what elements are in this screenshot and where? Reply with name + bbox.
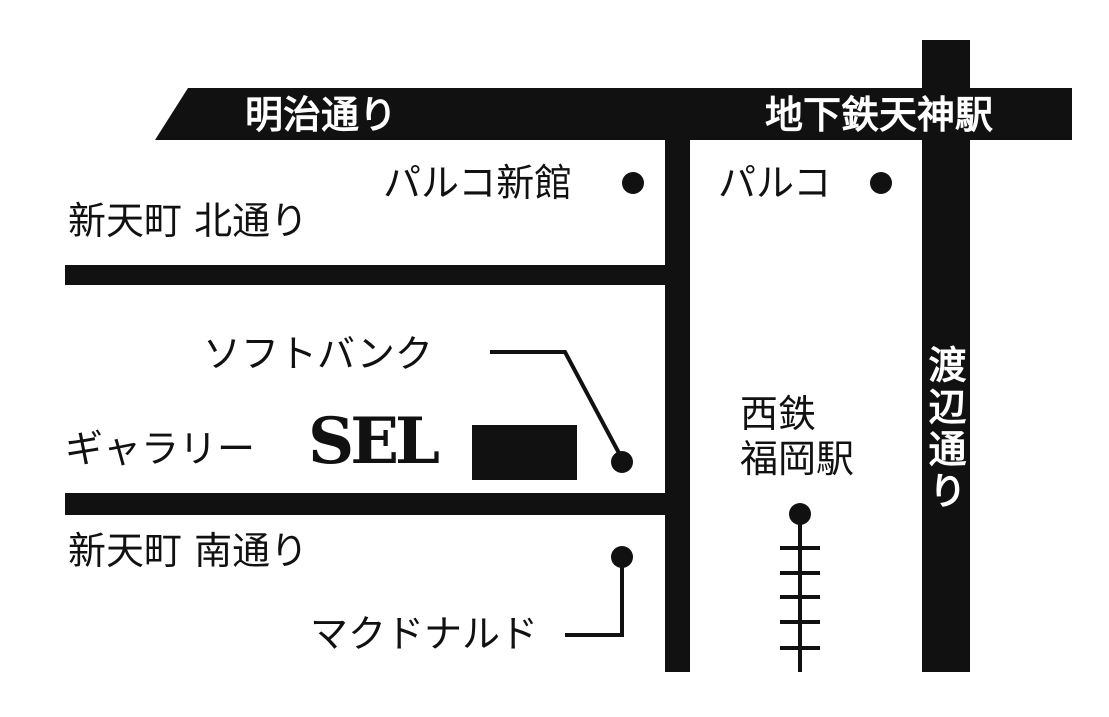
nishitetsu-label-line1: 西鉄: [740, 392, 817, 436]
parco-new-label: パルコ新館: [383, 161, 573, 205]
minami-road-label: 新天町 南通り: [68, 529, 309, 573]
softbank-label: ソフトバンク: [203, 332, 433, 376]
parco-marker: [870, 172, 892, 194]
mcdonalds-label: マクドナルド: [310, 612, 539, 656]
watanabe-road-band: [922, 40, 970, 672]
minami-road-band: [65, 493, 665, 515]
gallery-label: ギャラリー: [65, 427, 256, 471]
meiji-road-band: [155, 88, 1072, 140]
nishitetsu-label-line2: 福岡駅: [740, 437, 855, 481]
railway-track: [780, 515, 820, 672]
kita-road-label: 新天町 北通り: [68, 199, 309, 243]
nishitetsu-station-marker: [789, 503, 811, 525]
mcdonalds-marker: [611, 546, 633, 568]
gallery-building: [472, 425, 577, 480]
meiji-road-label: 明治通り: [245, 93, 398, 137]
softbank-marker: [611, 451, 633, 473]
center-vertical-road: [665, 140, 690, 672]
gallery-logo: SEL: [308, 404, 440, 479]
subway-station-label: 地下鉄天神駅: [765, 93, 994, 137]
kita-road-band: [65, 265, 665, 285]
mcdonalds-leader-line: [565, 560, 624, 637]
watanabe-road-label: 渡辺通り: [922, 345, 966, 513]
parco-label: パルコ: [718, 161, 832, 205]
softbank-leader-line: [490, 350, 622, 456]
parco-new-marker: [622, 172, 644, 194]
